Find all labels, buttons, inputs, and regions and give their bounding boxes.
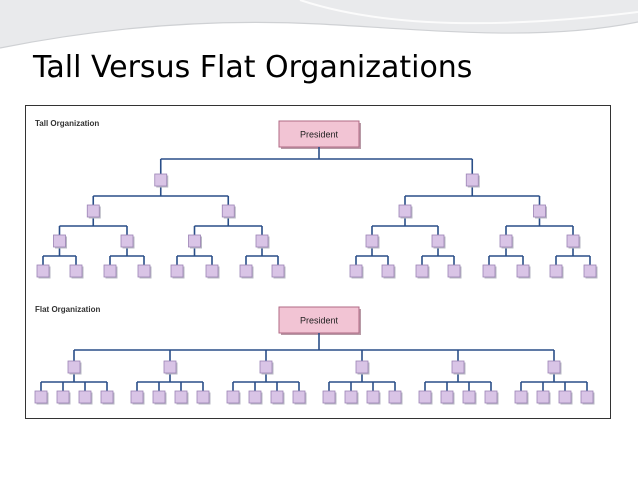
flat-employee-box xyxy=(323,391,335,403)
tall-node-box xyxy=(37,265,49,277)
flat-employee-box xyxy=(175,391,187,403)
flat-employee-box xyxy=(153,391,165,403)
flat-manager-box xyxy=(452,361,464,373)
flat-employee-box xyxy=(559,391,571,403)
tall-node-box xyxy=(584,265,596,277)
tall-node-box xyxy=(206,265,218,277)
tall-node-box xyxy=(350,265,362,277)
flat-employee-box xyxy=(35,391,47,403)
president-label: President xyxy=(300,316,339,326)
tall-node-box xyxy=(54,235,66,247)
flat-employee-box xyxy=(367,391,379,403)
flat-employee-box xyxy=(537,391,549,403)
tall-node-box xyxy=(483,265,495,277)
flat-manager-box xyxy=(548,361,560,373)
flat-manager-box xyxy=(164,361,176,373)
flat-employee-box xyxy=(345,391,357,403)
tall-node-box xyxy=(171,265,183,277)
tall-node-box xyxy=(399,205,411,217)
flat-employee-box xyxy=(249,391,261,403)
flat-manager-box xyxy=(260,361,272,373)
tall-node-box xyxy=(517,265,529,277)
tall-node-box xyxy=(104,265,116,277)
tall-node-box xyxy=(567,235,579,247)
tall-node-box xyxy=(189,235,201,247)
tall-node-box xyxy=(256,235,268,247)
flat-employee-box xyxy=(131,391,143,403)
tall-node-box xyxy=(466,174,478,186)
president-label: President xyxy=(300,130,339,140)
tall-node-box xyxy=(222,205,234,217)
flat-employee-box xyxy=(485,391,497,403)
flat-employee-box xyxy=(515,391,527,403)
flat-employee-box xyxy=(101,391,113,403)
figure-frame: Tall Organization Flat Organization Pres… xyxy=(25,105,611,419)
flat-employee-box xyxy=(463,391,475,403)
tall-node-box xyxy=(550,265,562,277)
tall-node-box xyxy=(70,265,82,277)
flat-manager-box xyxy=(356,361,368,373)
tall-node-box xyxy=(138,265,150,277)
tall-node-box xyxy=(534,205,546,217)
flat-employee-box xyxy=(389,391,401,403)
tall-node-box xyxy=(121,235,133,247)
flat-employee-box xyxy=(197,391,209,403)
flat-employee-box xyxy=(293,391,305,403)
flat-employee-box xyxy=(419,391,431,403)
tall-node-box xyxy=(240,265,252,277)
flat-employee-box xyxy=(57,391,69,403)
flat-employee-box xyxy=(581,391,593,403)
flat-employee-box xyxy=(271,391,283,403)
tall-node-box xyxy=(366,235,378,247)
flat-manager-box xyxy=(68,361,80,373)
tall-node-box xyxy=(382,265,394,277)
tall-node-box xyxy=(432,235,444,247)
flat-employee-box xyxy=(227,391,239,403)
flat-employee-box xyxy=(441,391,453,403)
tall-node-box xyxy=(155,174,167,186)
tall-node-box xyxy=(500,235,512,247)
slide-title: Tall Versus Flat Organizations xyxy=(33,48,472,88)
tall-node-box xyxy=(272,265,284,277)
flat-employee-box xyxy=(79,391,91,403)
tall-node-box xyxy=(448,265,460,277)
tall-node-box xyxy=(87,205,99,217)
tall-node-box xyxy=(416,265,428,277)
